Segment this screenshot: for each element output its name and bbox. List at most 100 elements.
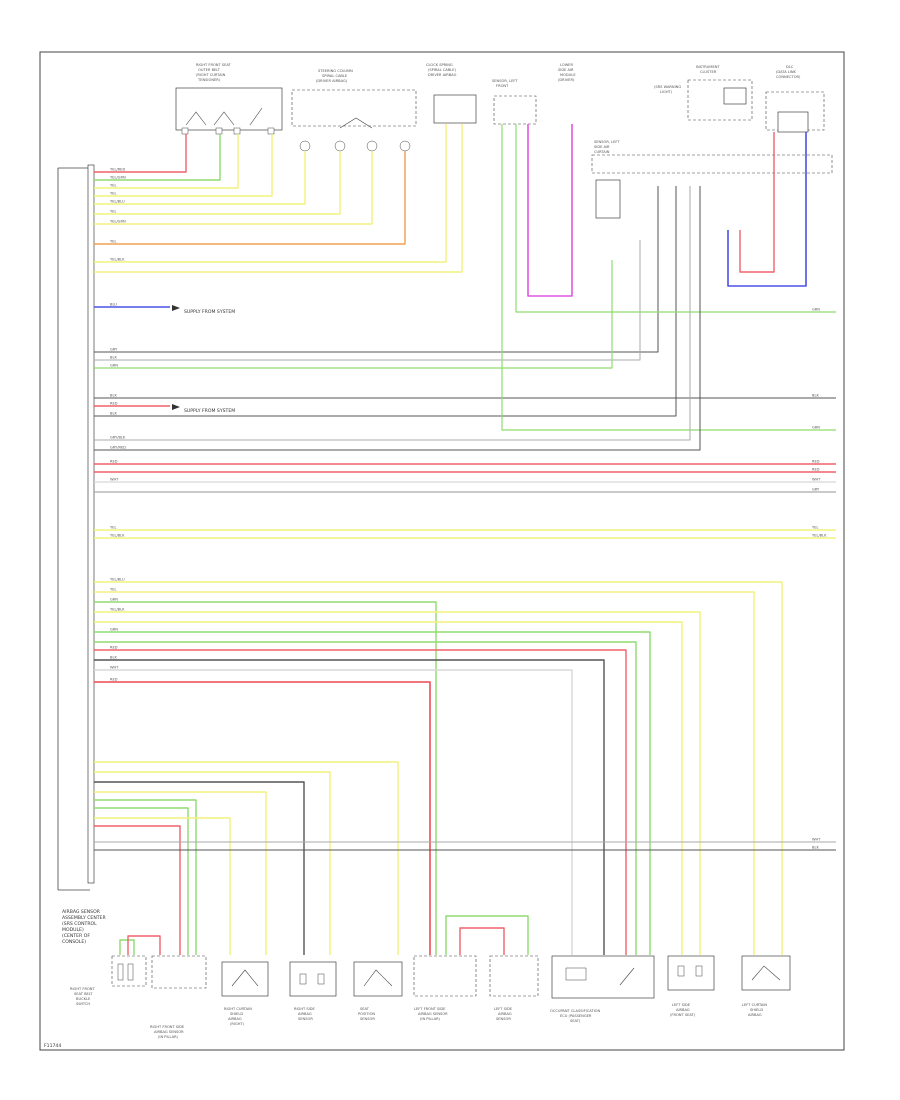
wire: [94, 151, 406, 245]
wire: [94, 186, 659, 353]
component-label-line: ECU (PASSENGER: [560, 1014, 592, 1018]
row-label: WHT: [110, 478, 119, 482]
module-connector-bar: [87, 164, 95, 884]
wire: [94, 621, 683, 955]
component-label-line: DRIVER AIRBAG: [428, 73, 457, 77]
wire: [127, 935, 161, 955]
row-label: GRN: [110, 628, 118, 632]
component-label-line: LEFT SIDE: [672, 1003, 691, 1007]
component-label-line: AIRBAG: [498, 1012, 512, 1016]
component-label-line: RIGHT CURTAIN: [224, 1007, 252, 1011]
row-label: GRY/RED: [110, 446, 126, 450]
component-label-line: SPIRAL CABLE: [322, 74, 348, 78]
wire: [445, 915, 529, 955]
component-label-line: CONNECTOR): [776, 75, 801, 79]
row-label: BLK: [110, 394, 117, 398]
top-component-dlc: DLC (DATA LINK CONNECTOR): [765, 65, 825, 133]
wire: [94, 151, 341, 215]
module-caption-line: AIRBAG SENSOR: [62, 909, 101, 915]
row-label: YEL/BLK: [110, 258, 125, 262]
wire: [94, 134, 221, 181]
top-component-sensor-side-curtain: SENSOR, LEFT SIDE AIR CURTAIN: [591, 140, 833, 219]
row-label: YEL: [110, 192, 116, 196]
wire: [94, 601, 437, 955]
bottom-component-right-curtain: RIGHT CURTAIN SHIELD AIRBAG (RIGHT): [221, 961, 269, 1026]
module-caption-line: CONSOLE): [62, 939, 86, 945]
component-label-line: (DATA LINK: [776, 70, 797, 74]
component-label-line: AIRBAG: [228, 1017, 242, 1021]
row-label: GRN: [110, 598, 118, 602]
wire: [94, 807, 189, 955]
component-label-line: (SPIRAL CABLE): [428, 68, 457, 72]
component-label-line: CURTAIN: [594, 150, 610, 154]
diagram-frame: [39, 51, 845, 1051]
wire: [94, 581, 783, 955]
right-wire-label: YEL: [812, 526, 818, 530]
right-wire-label: BLK: [812, 394, 819, 398]
row-label: YEL/GRN: [110, 220, 126, 224]
component-label-line: AIRBAG: [298, 1012, 312, 1016]
side-note: SUPPLY FROM SYSTEM: [184, 309, 235, 315]
row-label: BLK: [110, 412, 117, 416]
wire: [94, 669, 573, 955]
component-label-line: SHIELD: [750, 1008, 763, 1012]
row-label: GRY/BLK: [110, 436, 126, 440]
bottom-component-rf-side-sensor: RIGHT FRONT SIDE AIRBAG SENSOR (IN PILLA…: [150, 955, 207, 1039]
wire: [94, 681, 431, 955]
wire: [515, 124, 836, 313]
bottom-component-rf-belt-buckle: RIGHT FRONT SEAT BELT BUCKLE SWITCH: [70, 955, 147, 1006]
wire: [94, 134, 187, 173]
row-label: YEL/GRN: [110, 176, 126, 180]
component-label-line: MODULE: [560, 73, 576, 77]
component-label-line: (IN PILLAR): [420, 1017, 441, 1021]
wire: [94, 186, 691, 441]
component-label-line: SENSOR: [298, 1017, 313, 1021]
component-label-line: SEAT: [360, 1007, 370, 1011]
wire: [94, 611, 701, 955]
top-component-right-front-belt: RIGHT FRONT SEAT OUTER BELT (RIGHT CURTA…: [175, 63, 283, 135]
row-label: RED: [110, 678, 118, 682]
component-label-line: SENSOR, LEFT: [492, 79, 518, 83]
arrow-icon: [172, 305, 180, 311]
top-component-clock-spring: CLOCK SPRING (SPIRAL CABLE) DRIVER AIRBA…: [426, 63, 477, 124]
row-label: YEL/BLK: [110, 534, 125, 538]
component-label-line: (SRS WARNING: [654, 85, 681, 89]
component-label-line: AIRBAG SENSOR: [154, 1030, 184, 1034]
bottom-component-lf-side-sensor: LEFT FRONT SIDE AIRBAG SENSOR (IN PILLAR…: [413, 955, 477, 1021]
component-label-line: SWITCH: [76, 1002, 90, 1006]
component-label-line: RIGHT FRONT SIDE: [150, 1025, 185, 1029]
component-label-line: (IN PILLAR): [158, 1035, 179, 1039]
wire: [94, 151, 306, 205]
wire: [94, 591, 755, 955]
wire: [94, 825, 181, 955]
right-wire-label: WHT: [812, 478, 821, 482]
wire: [94, 134, 273, 197]
module-caption-line: (SRS CONTROL: [62, 921, 97, 927]
bottom-component-right-side-sensor: RIGHT SIDE AIRBAG SENSOR: [289, 961, 337, 1021]
arrow-icon: [172, 404, 180, 410]
wire: [94, 124, 447, 263]
row-label: YEL/BLK: [110, 608, 125, 612]
right-wire-label: GRN: [812, 426, 820, 430]
row-label: WHT: [110, 666, 119, 670]
component-label-line: SEAT): [570, 1019, 581, 1023]
component-label-line: (DRIVER): [558, 78, 575, 82]
component-label-line: RIGHT SIDE: [294, 1007, 315, 1011]
component-label-line: SIDE AIR: [558, 68, 574, 72]
bottom-component-occupant-ecu: OCCUPANT CLASSIFICATION ECU (PASSENGER S…: [550, 955, 655, 1023]
wire: [94, 791, 267, 955]
side-note: SUPPLY FROM SYSTEM: [184, 408, 235, 414]
footer-code: F11744: [44, 1043, 61, 1049]
component-label-line: LOWER: [560, 63, 574, 67]
component-label-line: LEFT SIDE: [494, 1007, 513, 1011]
row-label: YEL/BLU: [110, 200, 125, 204]
module-caption-line: ASSEMBLY CENTER: [62, 915, 106, 921]
wire: [94, 799, 197, 955]
component-label-line: CLUSTER: [700, 70, 717, 74]
wire: [94, 631, 651, 955]
bottom-component-left-curtain: LEFT CURTAIN SHIELD AIRBAG: [741, 955, 791, 1017]
row-label: YEL: [110, 588, 116, 592]
wire: [94, 151, 373, 225]
wire: [94, 260, 613, 369]
